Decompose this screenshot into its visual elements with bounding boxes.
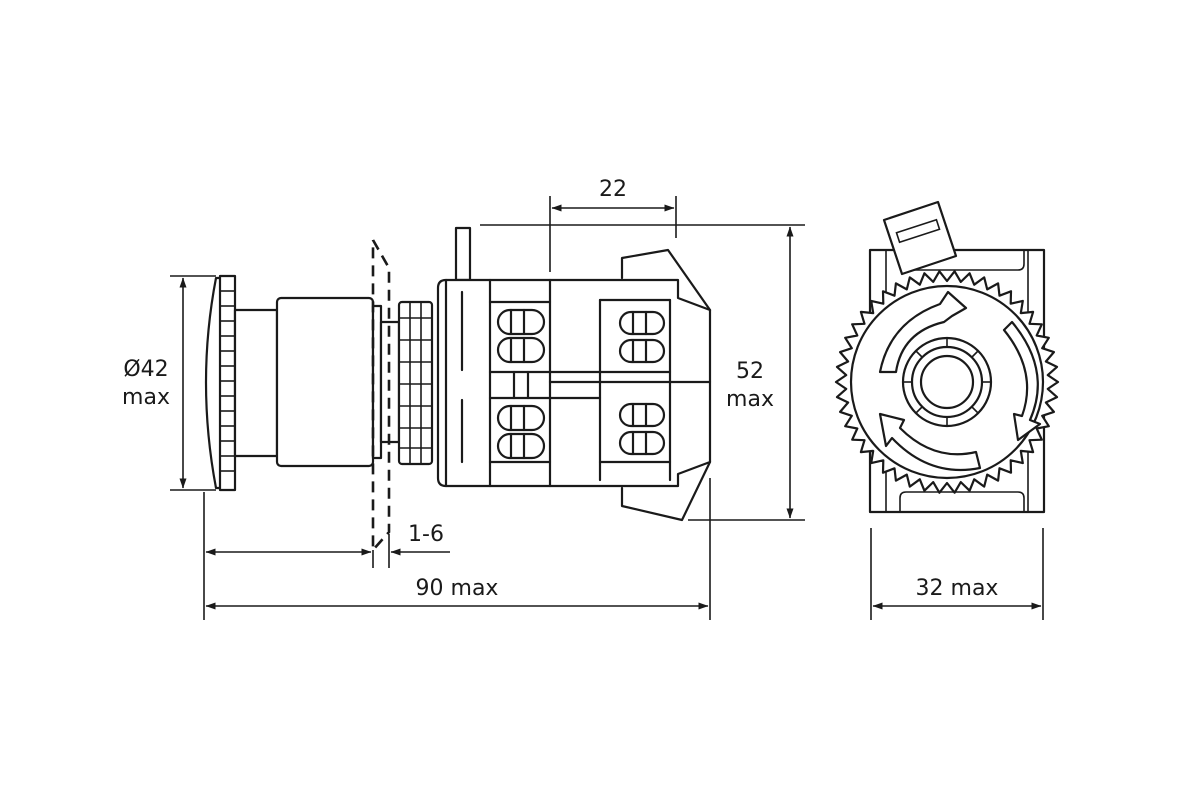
mushroom-head-cap: [204, 276, 223, 490]
front-view-dimensions: 32 max: [870, 528, 1044, 620]
width-22-label: 22: [599, 177, 627, 202]
diameter-label: Ø42: [123, 357, 168, 382]
contact-block-post: [454, 226, 472, 282]
rear-clip-top: [620, 248, 712, 312]
diameter-label-max: max: [122, 385, 170, 410]
height-label-max: max: [726, 387, 774, 412]
mounting-panel-dashed: [371, 239, 391, 554]
stem: [233, 308, 279, 458]
panel-range-label: 1-6: [408, 522, 444, 547]
central-button: [919, 354, 975, 410]
terminal-screws: [496, 308, 666, 460]
length-label: 90 max: [416, 576, 499, 601]
side-view: [204, 226, 712, 554]
depth-label: 32 max: [916, 576, 999, 601]
rear-clip-bottom: [620, 460, 712, 522]
height-label: 52: [736, 359, 764, 384]
body-cylinder: [275, 296, 375, 468]
lock-lever: [882, 200, 958, 276]
mounting-nut: [397, 300, 434, 466]
side-view-dimensions: Ø42 max 22 52 max 1-6 90 max: [122, 177, 805, 620]
rotation-arrows: [878, 290, 1042, 472]
knurled-collar: [218, 274, 237, 492]
front-view: [834, 200, 1060, 514]
